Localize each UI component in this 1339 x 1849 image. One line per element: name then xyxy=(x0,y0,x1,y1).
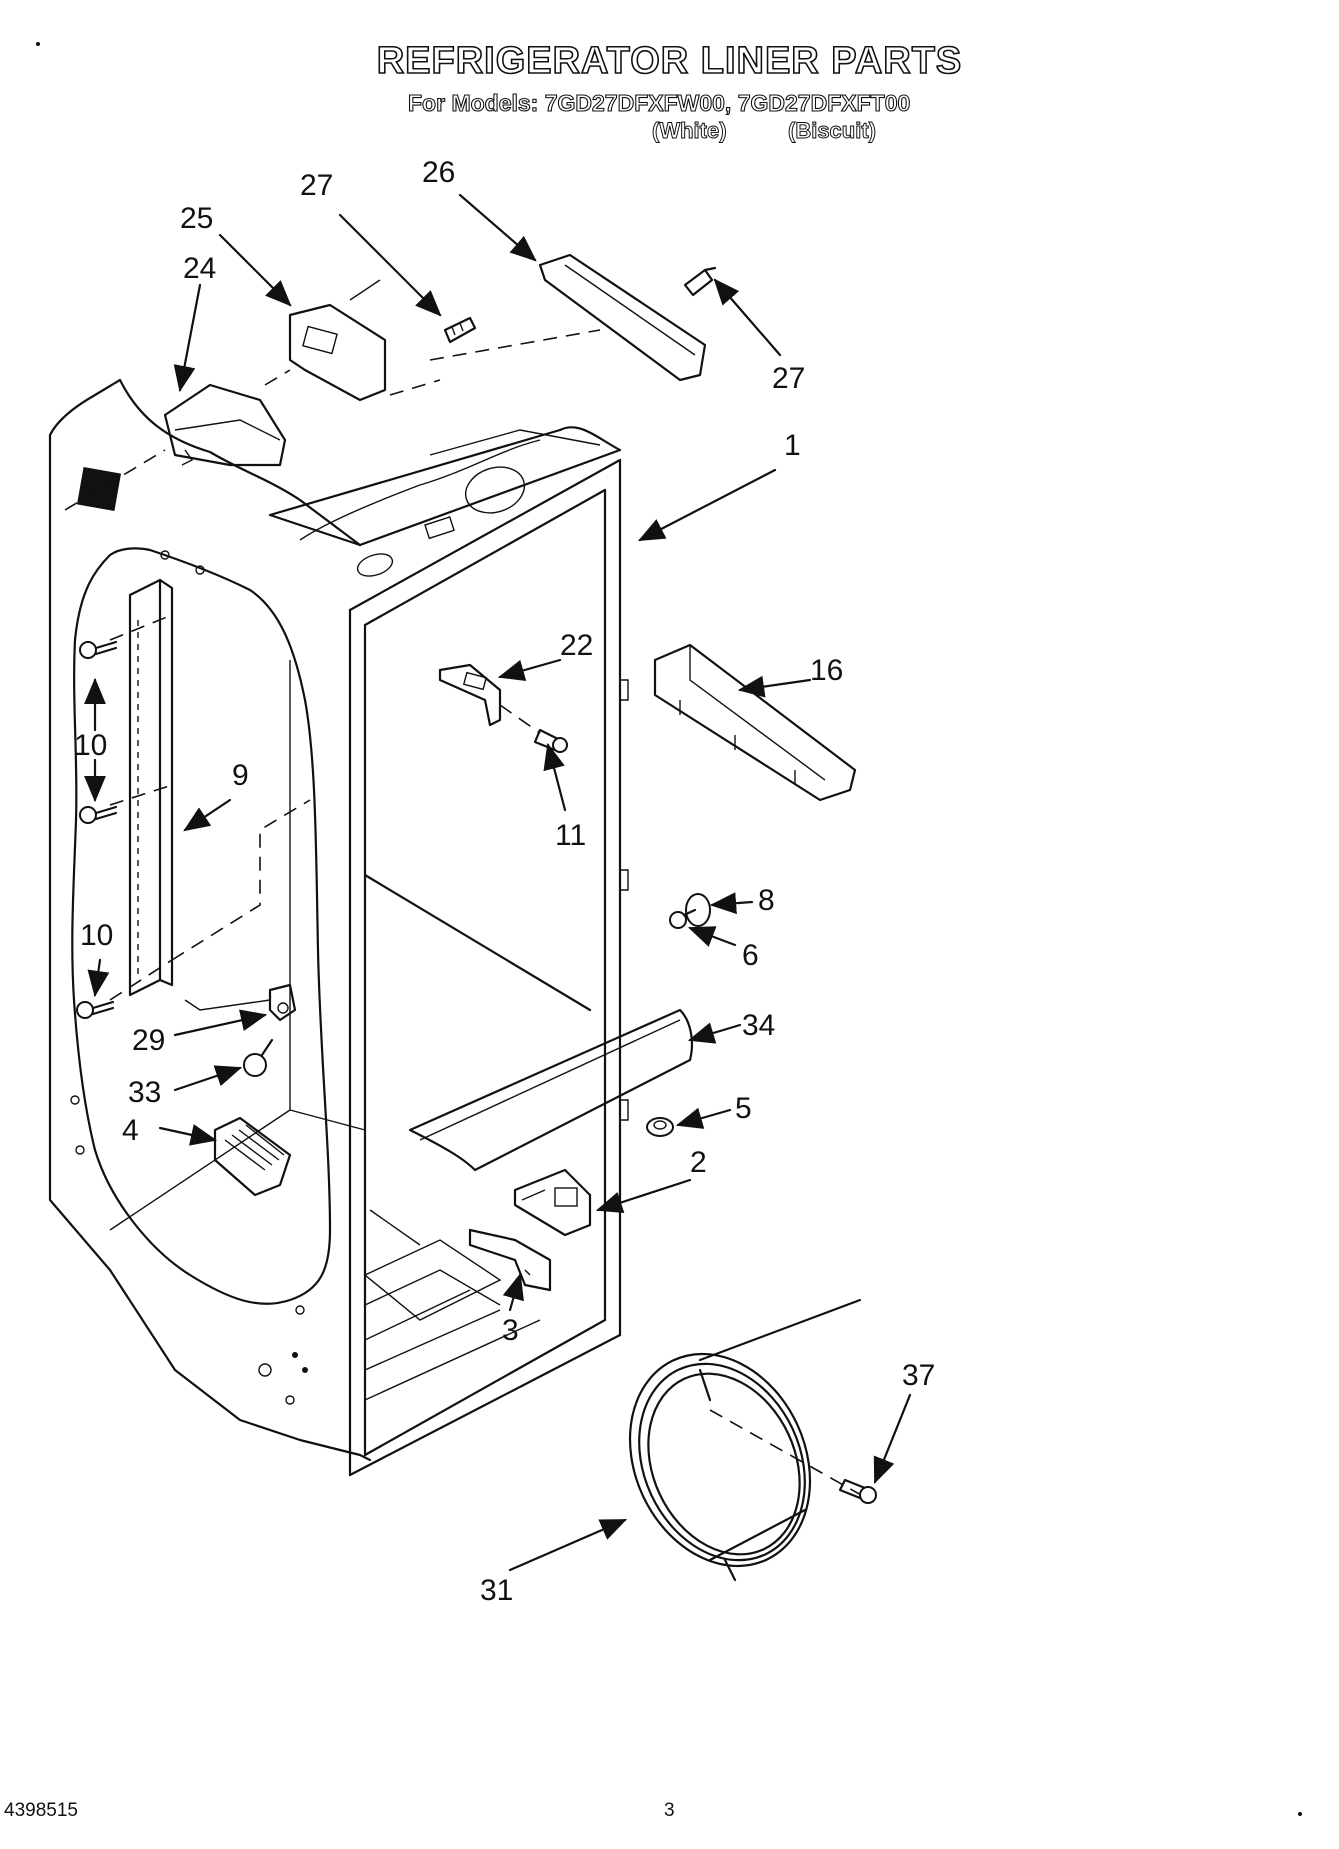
callout-27-right: 27 xyxy=(772,362,805,395)
light-shield-part-34 xyxy=(408,1008,694,1172)
vent-grille-part-4 xyxy=(213,1116,292,1197)
callout-37: 37 xyxy=(902,1359,935,1392)
document-number: 4398515 xyxy=(4,1800,78,1821)
callout-29: 29 xyxy=(132,1024,165,1057)
corner-dot-top xyxy=(36,42,40,46)
bracket-part-22 xyxy=(438,663,502,727)
callout-3: 3 xyxy=(502,1314,519,1347)
callout-10-upper: 10 xyxy=(74,729,107,762)
callout-9: 9 xyxy=(232,759,249,792)
header: REFRIGERATOR LINER PARTS For Models: 7GD… xyxy=(0,0,1339,160)
bracket-part-2 xyxy=(513,1168,592,1237)
light-bulb-part-33 xyxy=(243,1038,274,1077)
variant-white-label: (White) xyxy=(652,118,728,144)
channel-part-26 xyxy=(429,253,707,382)
callout-24: 24 xyxy=(183,252,216,285)
bracket-part-3 xyxy=(468,1228,552,1292)
screw-part-37 xyxy=(838,1478,877,1504)
callout-10-lower: 10 xyxy=(80,919,113,952)
callout-labels: 1 2 3 4 5 6 8 9 10 10 11 16 22 24 25 26 … xyxy=(74,156,935,1607)
callout-8: 8 xyxy=(758,884,775,917)
tubing-coil-part-31 xyxy=(628,1298,871,1582)
callout-6: 6 xyxy=(742,939,759,972)
callout-11: 11 xyxy=(555,819,586,852)
callout-27-top: 27 xyxy=(300,169,333,202)
control-housing-part-24 xyxy=(64,383,287,511)
callout-2: 2 xyxy=(690,1146,707,1179)
grommet-part-5 xyxy=(646,1117,674,1137)
callout-1: 1 xyxy=(784,429,801,462)
light-socket-part-29 xyxy=(184,983,297,1022)
shelf-rail-part-9 xyxy=(128,578,174,997)
callout-5: 5 xyxy=(735,1092,752,1125)
screws-part-10 xyxy=(76,614,311,1019)
callout-34: 34 xyxy=(742,1009,775,1042)
page-number: 3 xyxy=(664,1800,675,1821)
washer-part-8 xyxy=(685,893,711,927)
screw-part-27-left xyxy=(443,316,477,344)
models-line: For Models: 7GD27DFXFW00, 7GD27DFXFT00 xyxy=(407,89,911,116)
bracket-part-25 xyxy=(264,279,441,402)
callout-26: 26 xyxy=(422,156,455,189)
page-title: REFRIGERATOR LINER PARTS xyxy=(376,39,963,83)
callout-25: 25 xyxy=(180,202,213,235)
screw-part-11 xyxy=(499,704,568,753)
screw-part-6 xyxy=(669,908,697,929)
callout-4: 4 xyxy=(122,1114,139,1147)
screw-part-27-right xyxy=(683,266,717,297)
leader-arrows xyxy=(84,193,912,1572)
shelf-support-part-16 xyxy=(653,643,857,802)
callout-22: 22 xyxy=(560,629,593,662)
corner-dot-bottom xyxy=(1298,1812,1302,1816)
callout-33: 33 xyxy=(128,1076,161,1109)
callout-16: 16 xyxy=(810,654,843,687)
variant-biscuit-label: (Biscuit) xyxy=(788,118,877,144)
liner-cabinet xyxy=(48,378,629,1477)
callout-31: 31 xyxy=(480,1574,513,1607)
